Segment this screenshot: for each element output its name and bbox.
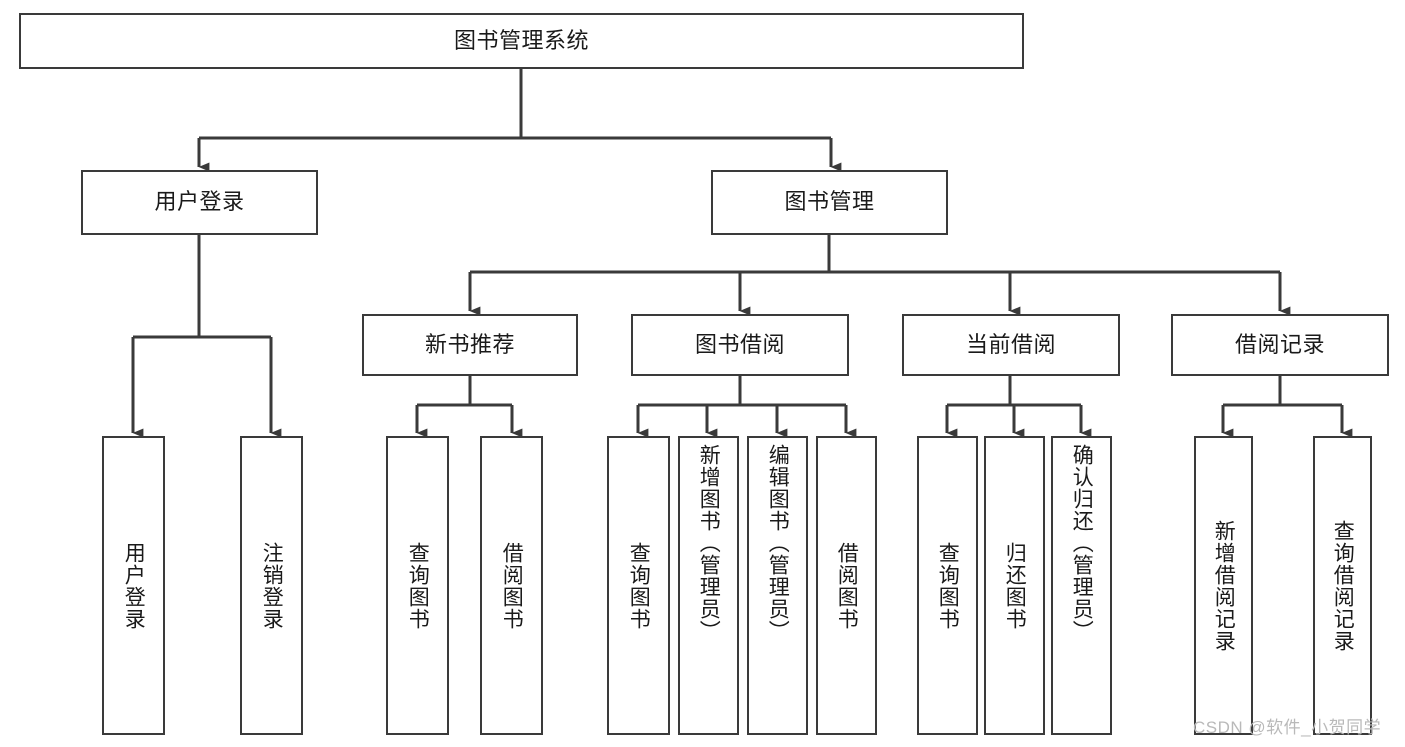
node-label-new-book-recommend: 新书推荐 [424,331,515,357]
node-label-current-borrow: 当前借阅 [965,331,1056,357]
node-label-book-management: 图书管理 [784,189,875,215]
node-label-leaf-confirm-return: 确认归还（管理员） [1070,444,1094,642]
node-label-book-borrow: 图书借阅 [694,331,785,357]
node-leaf-confirm-return[interactable]: 确认归还（管理员） [1051,436,1112,735]
node-new-book-recommend[interactable]: 新书推荐 [362,314,578,376]
node-leaf-query-book-2[interactable]: 查询图书 [607,436,670,735]
node-user-login[interactable]: 用户登录 [81,170,318,235]
node-label-leaf-query-book-3: 查询图书 [936,541,960,630]
node-leaf-borrow-book-2[interactable]: 借阅图书 [816,436,877,735]
node-label-root: 图书管理系统 [453,27,589,53]
node-leaf-query-book-1[interactable]: 查询图书 [386,436,449,735]
node-borrow-record[interactable]: 借阅记录 [1171,314,1389,376]
node-label-leaf-borrow-book-1: 借阅图书 [500,541,524,630]
node-leaf-logout-login[interactable]: 注销登录 [240,436,303,735]
node-label-leaf-return-book: 归还图书 [1003,541,1027,630]
node-leaf-query-record[interactable]: 查询借阅记录 [1313,436,1372,735]
node-leaf-edit-book[interactable]: 编辑图书（管理员） [747,436,808,735]
node-label-leaf-logout-login: 注销登录 [260,541,284,630]
node-label-leaf-edit-book: 编辑图书（管理员） [766,444,790,642]
node-label-leaf-add-record: 新增借阅记录 [1212,519,1236,652]
node-label-leaf-query-record: 查询借阅记录 [1331,519,1355,652]
node-current-borrow[interactable]: 当前借阅 [902,314,1120,376]
node-label-leaf-borrow-book-2: 借阅图书 [835,541,859,630]
node-leaf-query-book-3[interactable]: 查询图书 [917,436,978,735]
node-leaf-add-book[interactable]: 新增图书（管理员） [678,436,739,735]
node-label-leaf-user-login: 用户登录 [122,541,146,630]
node-leaf-return-book[interactable]: 归还图书 [984,436,1045,735]
node-label-leaf-query-book-1: 查询图书 [406,541,430,630]
node-label-borrow-record: 借阅记录 [1234,331,1325,357]
node-label-user-login: 用户登录 [154,189,245,215]
node-label-leaf-add-book: 新增图书（管理员） [697,444,721,642]
node-book-borrow[interactable]: 图书借阅 [631,314,849,376]
node-leaf-user-login[interactable]: 用户登录 [102,436,165,735]
node-leaf-add-record[interactable]: 新增借阅记录 [1194,436,1253,735]
node-label-leaf-query-book-2: 查询图书 [627,541,651,630]
node-leaf-borrow-book-1[interactable]: 借阅图书 [480,436,543,735]
node-root-system[interactable]: 图书管理系统 [19,13,1024,69]
node-book-management[interactable]: 图书管理 [711,170,948,235]
